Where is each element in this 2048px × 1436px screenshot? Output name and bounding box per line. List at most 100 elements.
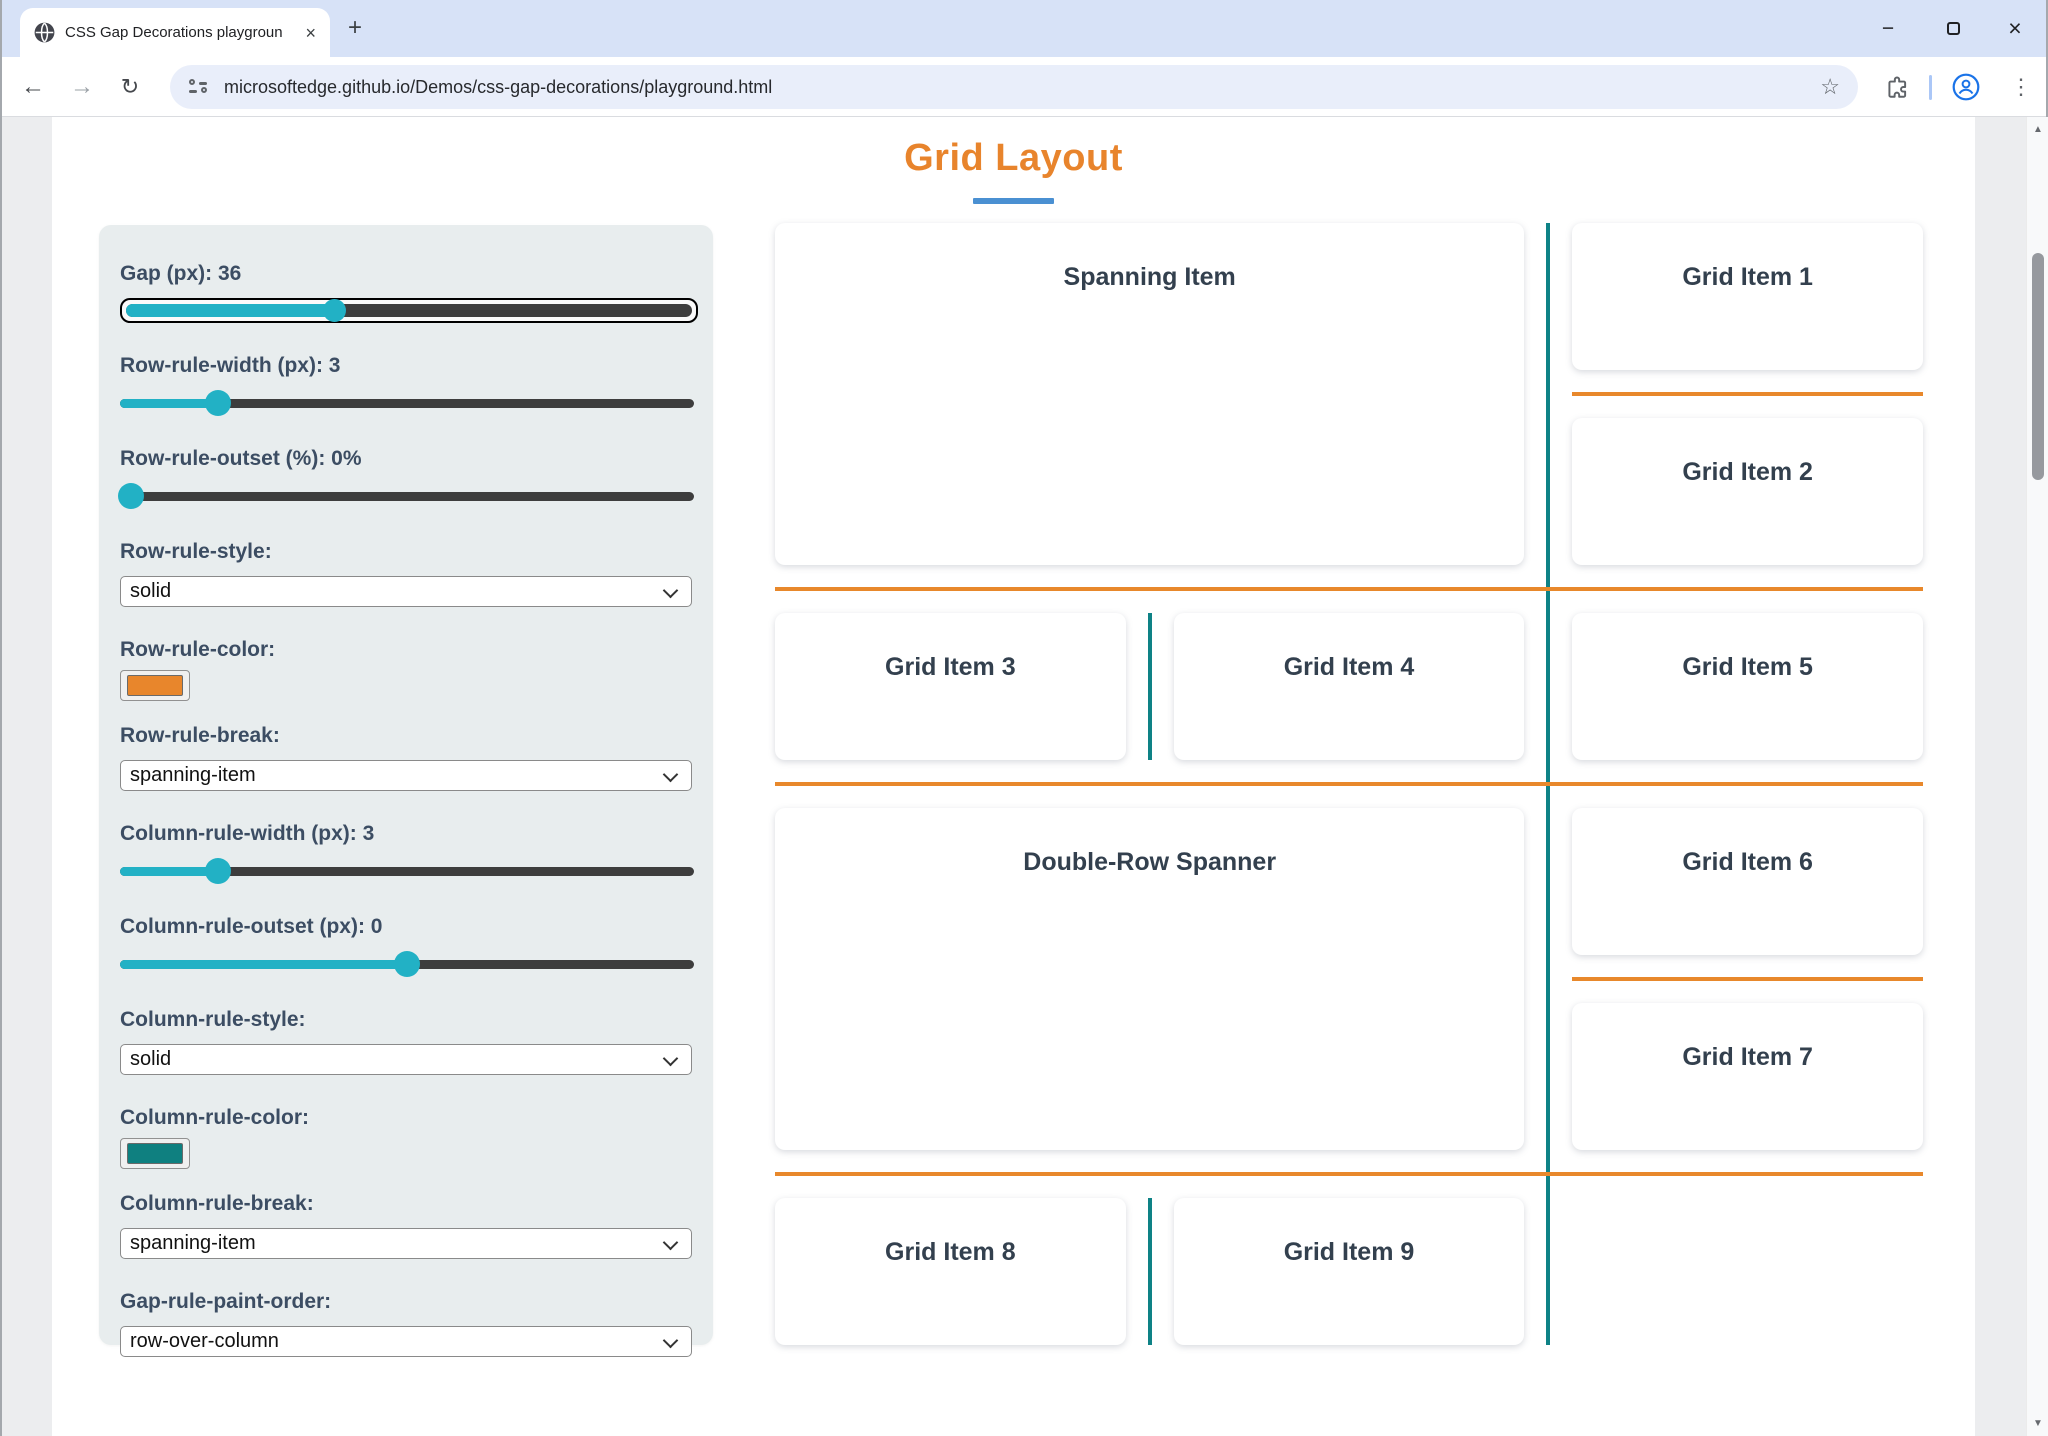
- column-rule-color-picker[interactable]: [120, 1138, 190, 1169]
- maximize-icon: [1946, 22, 1960, 35]
- grid-card-spanning-item: Spanning Item: [775, 223, 1525, 565]
- chevron-down-icon: [662, 582, 679, 599]
- grid-card-4: Grid Item 4: [1173, 613, 1525, 760]
- window-minimize-button[interactable]: −: [1881, 16, 1895, 40]
- site-settings-icon[interactable]: [188, 77, 208, 97]
- page-title: Grid Layout: [904, 137, 1123, 179]
- row-rule-style-select[interactable]: solid: [120, 576, 692, 607]
- gap-rule-paint-order-select[interactable]: row-over-column: [120, 1326, 692, 1357]
- browser-menu-icon[interactable]: ⋮: [2010, 74, 2032, 99]
- select-value: row-over-column: [130, 1330, 279, 1352]
- tab-close-icon[interactable]: ×: [305, 22, 316, 43]
- grid-card-6: Grid Item 6: [1572, 808, 1923, 955]
- column-rule-width-slider[interactable]: [120, 858, 694, 884]
- scrollbar-thumb[interactable]: [2032, 253, 2044, 480]
- grid-card-7: Grid Item 7: [1572, 1003, 1923, 1150]
- column-rule: [1148, 1198, 1152, 1345]
- new-tab-button[interactable]: +: [348, 14, 363, 41]
- scroll-down-icon[interactable]: ▼: [2033, 1418, 2043, 1429]
- browser-tab[interactable]: CSS Gap Decorations playgroun ×: [20, 8, 330, 57]
- toolbar-separator: [1929, 75, 1932, 100]
- select-value: spanning-item: [130, 1232, 256, 1254]
- window-maximize-button[interactable]: [1933, 0, 1973, 57]
- column-rule-width-label: Column-rule-width (px): 3: [120, 822, 375, 845]
- row-rule: [775, 782, 1923, 786]
- row-rule: [1572, 392, 1923, 396]
- gap-slider-label: Gap (px): 36: [120, 262, 242, 285]
- control-group-row-rule-style: Row-rule-style: solid: [120, 540, 694, 607]
- control-group-row-rule-break: Row-rule-break: spanning-item: [120, 724, 694, 791]
- row-rule-outset-slider[interactable]: [118, 483, 694, 509]
- row-rule-style-label: Row-rule-style:: [120, 540, 272, 563]
- control-group-column-rule-break: Column-rule-break: spanning-item: [120, 1192, 694, 1259]
- tab-title: CSS Gap Decorations playgroun: [65, 24, 283, 41]
- control-group-row-rule-outset: Row-rule-outset (%): 0%: [118, 447, 694, 509]
- grid-card-1: Grid Item 1: [1572, 223, 1923, 370]
- select-value: solid: [130, 1048, 172, 1070]
- gap-slider[interactable]: [120, 298, 698, 323]
- slider-thumb[interactable]: [323, 299, 347, 322]
- column-rule-outset-label: Column-rule-outset (px): 0: [120, 915, 383, 938]
- chevron-down-icon: [662, 1234, 679, 1251]
- row-rule-color-picker[interactable]: [120, 670, 190, 701]
- grid-card-9: Grid Item 9: [1173, 1198, 1525, 1345]
- control-group-column-rule-outset: Column-rule-outset (px): 0: [120, 915, 694, 977]
- select-value: solid: [130, 580, 172, 602]
- scroll-up-icon[interactable]: ▲: [2033, 124, 2043, 135]
- row-rule-color-label: Row-rule-color:: [120, 638, 276, 661]
- column-rule-color-label: Column-rule-color:: [120, 1106, 309, 1129]
- slider-thumb[interactable]: [204, 390, 231, 416]
- page-main: Grid Layout Gap (px): 36 Row-rule-width …: [52, 117, 1975, 1436]
- grid-card-8: Grid Item 8: [775, 1198, 1126, 1345]
- row-rule-break-label: Row-rule-break:: [120, 724, 280, 747]
- grid-card-5: Grid Item 5: [1572, 613, 1923, 760]
- control-group-gap: Gap (px): 36: [120, 262, 698, 323]
- row-rule-outset-label: Row-rule-outset (%): 0%: [120, 447, 362, 470]
- chevron-down-icon: [662, 1332, 679, 1349]
- browser-tab-bar: CSS Gap Decorations playgroun × + − ×: [0, 0, 2048, 57]
- window-close-button[interactable]: ×: [2008, 15, 2022, 41]
- row-rule: [775, 587, 1923, 591]
- page-scrollbar[interactable]: ▲ ▼: [2026, 117, 2048, 1436]
- control-group-gap-rule-paint-order: Gap-rule-paint-order: row-over-column: [120, 1290, 694, 1357]
- grid-card-double-row-spanner: Double-Row Spanner: [775, 808, 1525, 1150]
- color-swatch: [127, 675, 183, 696]
- gap-rule-paint-order-label: Gap-rule-paint-order:: [120, 1290, 332, 1313]
- title-underline: [973, 198, 1054, 204]
- row-rule-width-label: Row-rule-width (px): 3: [120, 354, 341, 377]
- grid-container: Spanning Item Grid Item 1 Grid Item 2 Gr…: [775, 223, 1923, 1345]
- column-rule-style-select[interactable]: solid: [120, 1044, 692, 1075]
- url-text: microsoftedge.github.io/Demos/css-gap-de…: [224, 76, 773, 97]
- control-group-row-rule-width: Row-rule-width (px): 3: [120, 354, 694, 416]
- slider-thumb[interactable]: [118, 483, 145, 509]
- row-rule-break-select[interactable]: spanning-item: [120, 760, 692, 791]
- grid-card-3: Grid Item 3: [775, 613, 1126, 760]
- row-rule-width-slider[interactable]: [120, 390, 694, 416]
- slider-fill: [126, 304, 336, 317]
- slider-track[interactable]: [120, 492, 694, 501]
- forward-button[interactable]: →: [70, 73, 94, 100]
- controls-panel: Gap (px): 36 Row-rule-width (px): 3: [99, 225, 713, 1357]
- slider-thumb[interactable]: [394, 951, 420, 977]
- reload-button[interactable]: ↻: [120, 74, 140, 99]
- bookmark-star-icon[interactable]: ☆: [1820, 74, 1840, 99]
- grid-card-2: Grid Item 2: [1572, 418, 1923, 565]
- column-rule-style-label: Column-rule-style:: [120, 1008, 306, 1031]
- slider-track[interactable]: [120, 867, 694, 876]
- slider-thumb[interactable]: [204, 858, 231, 884]
- column-rule-break-label: Column-rule-break:: [120, 1192, 314, 1215]
- row-rule: [775, 1172, 1923, 1176]
- extensions-icon[interactable]: [1884, 74, 1910, 100]
- slider-fill: [120, 960, 407, 969]
- site-favicon-globe-icon: [34, 22, 55, 43]
- browser-toolbar: ← → ↻ microsoftedge.github.io/Demos/css-…: [0, 57, 2048, 117]
- profile-avatar-icon[interactable]: [1952, 73, 1980, 101]
- row-rule: [1572, 977, 1923, 981]
- grid-demo: Spanning Item Grid Item 1 Grid Item 2 Gr…: [775, 223, 1923, 1345]
- column-rule-outset-slider[interactable]: [120, 951, 694, 977]
- page-background: Grid Layout Gap (px): 36 Row-rule-width …: [0, 117, 2048, 1436]
- slider-track[interactable]: [120, 399, 694, 408]
- address-bar[interactable]: microsoftedge.github.io/Demos/css-gap-de…: [170, 65, 1858, 109]
- column-rule-break-select[interactable]: spanning-item: [120, 1228, 692, 1259]
- back-button[interactable]: ←: [21, 73, 45, 100]
